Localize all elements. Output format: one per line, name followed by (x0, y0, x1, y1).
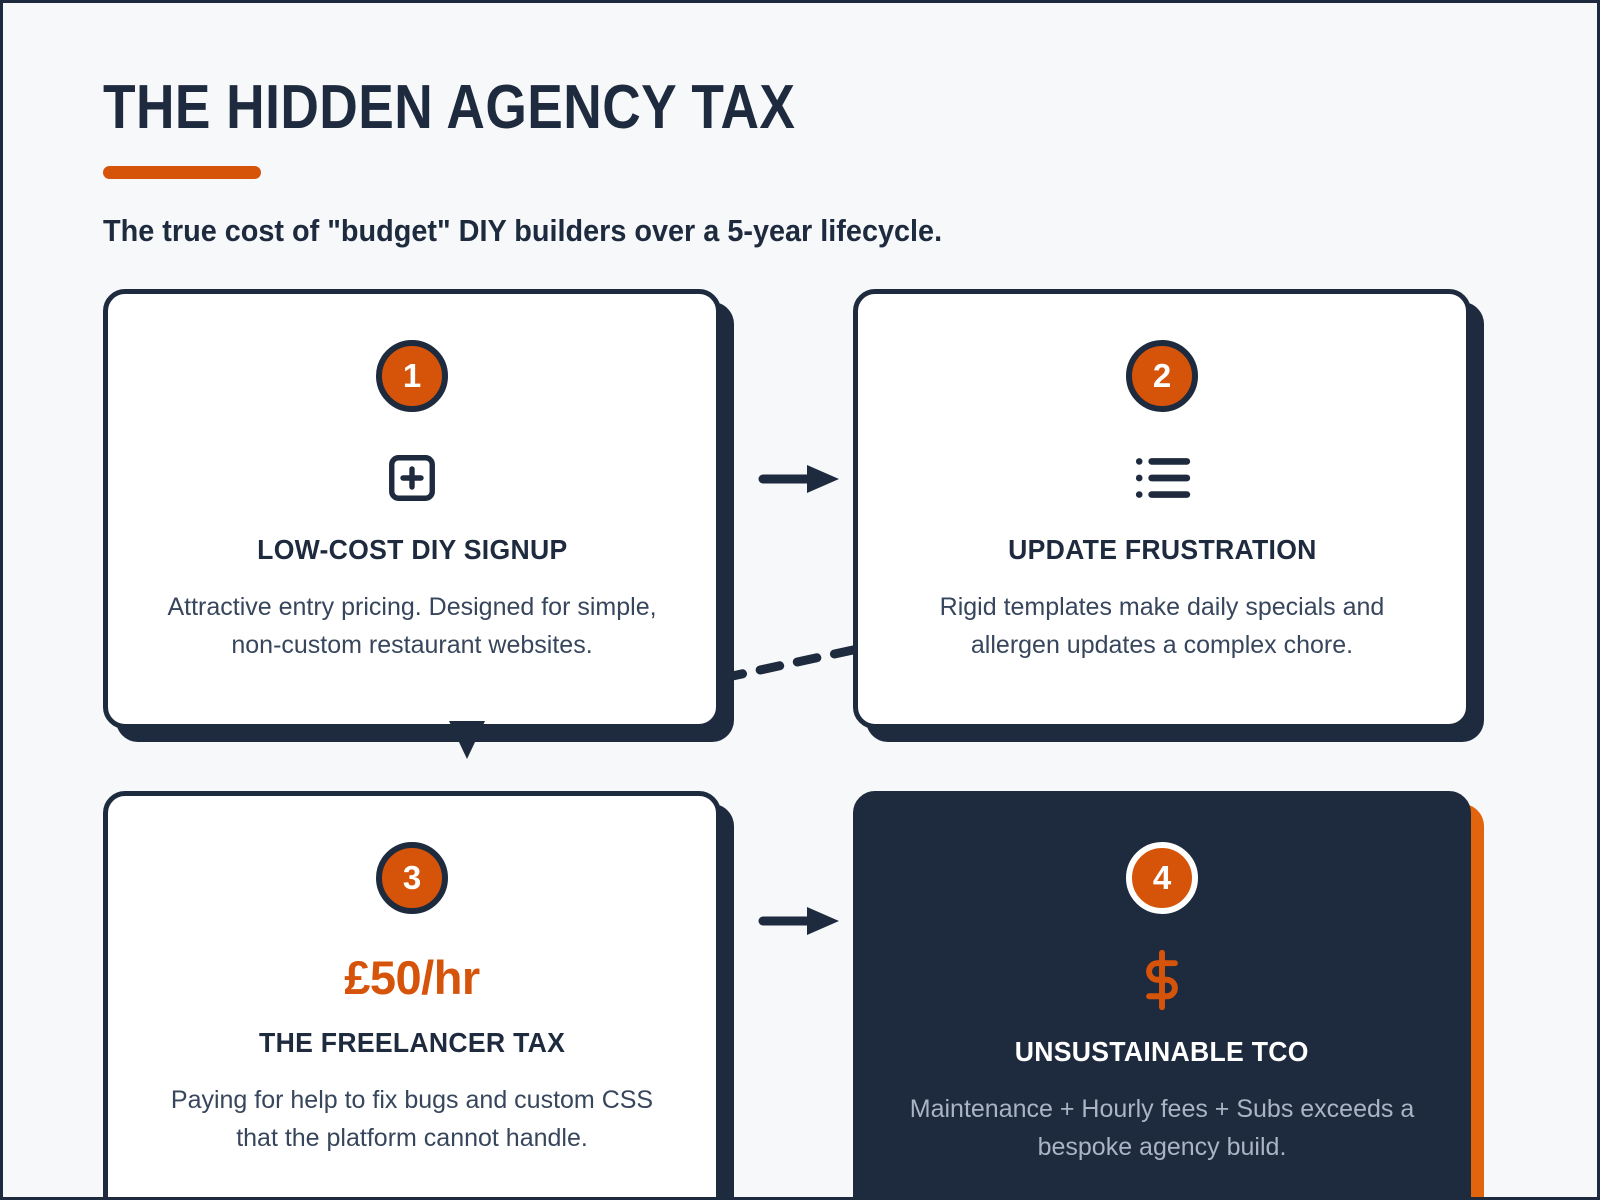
card-grid: 1 LOW-COST DIY SIGNUP Attractive entry p… (103, 289, 1497, 1197)
card-body-1: Attractive entry pricing. Designed for s… (167, 593, 657, 660)
page-title: THE HIDDEN AGENCY TAX (103, 73, 796, 142)
card-stat-3: £50/hr (344, 951, 480, 1005)
dashed-card1-to-card2 (718, 645, 858, 683)
card-low-cost-diy-signup[interactable]: 1 LOW-COST DIY SIGNUP Attractive entry p… (103, 289, 721, 730)
arrow-card1-to-card3 (449, 721, 485, 760)
step-badge-1: 1 (376, 340, 448, 413)
card-title-2: UPDATE FRUSTRATION (1007, 534, 1317, 566)
card-the-freelancer-tax[interactable]: 3 £50/hr THE FREELANCER TAX Paying for h… (103, 791, 721, 1197)
step-badge-2: 2 (1126, 340, 1198, 413)
card-update-frustration[interactable]: 2 UPDATE FRUSTRATION Rigid templates mak… (853, 289, 1471, 730)
step-badge-4: 4 (1126, 842, 1198, 915)
card-title-3: THE FREELANCER TAX (258, 1027, 566, 1059)
infographic-page: THE HIDDEN AGENCY TAX The true cost of "… (3, 3, 1597, 1197)
page-subtitle: The true cost of "budget" DIY builders o… (103, 213, 943, 249)
dollar-sign-icon (1140, 949, 1184, 1011)
card-body-3: Paying for help to fix bugs and custom C… (170, 1086, 654, 1153)
card-body-2: Rigid templates make daily specials and … (939, 593, 1385, 660)
card-unsustainable-tco[interactable]: 4 UNSUSTAINABLE TCO Maintenance + Hourly… (853, 791, 1471, 1197)
arrow-card3-to-card4 (758, 907, 839, 936)
card-body-4: Maintenance + Hourly fees + Subs exceeds… (909, 1095, 1415, 1162)
bulleted-list-icon (1133, 448, 1191, 508)
step-badge-3: 3 (376, 842, 448, 915)
title-accent-rule (103, 166, 261, 180)
card-title-1: LOW-COST DIY SIGNUP (256, 534, 568, 566)
card-title-4: UNSUSTAINABLE TCO (1015, 1036, 1309, 1068)
plus-square-icon (385, 448, 439, 508)
arrow-card1-to-card2 (758, 465, 839, 494)
